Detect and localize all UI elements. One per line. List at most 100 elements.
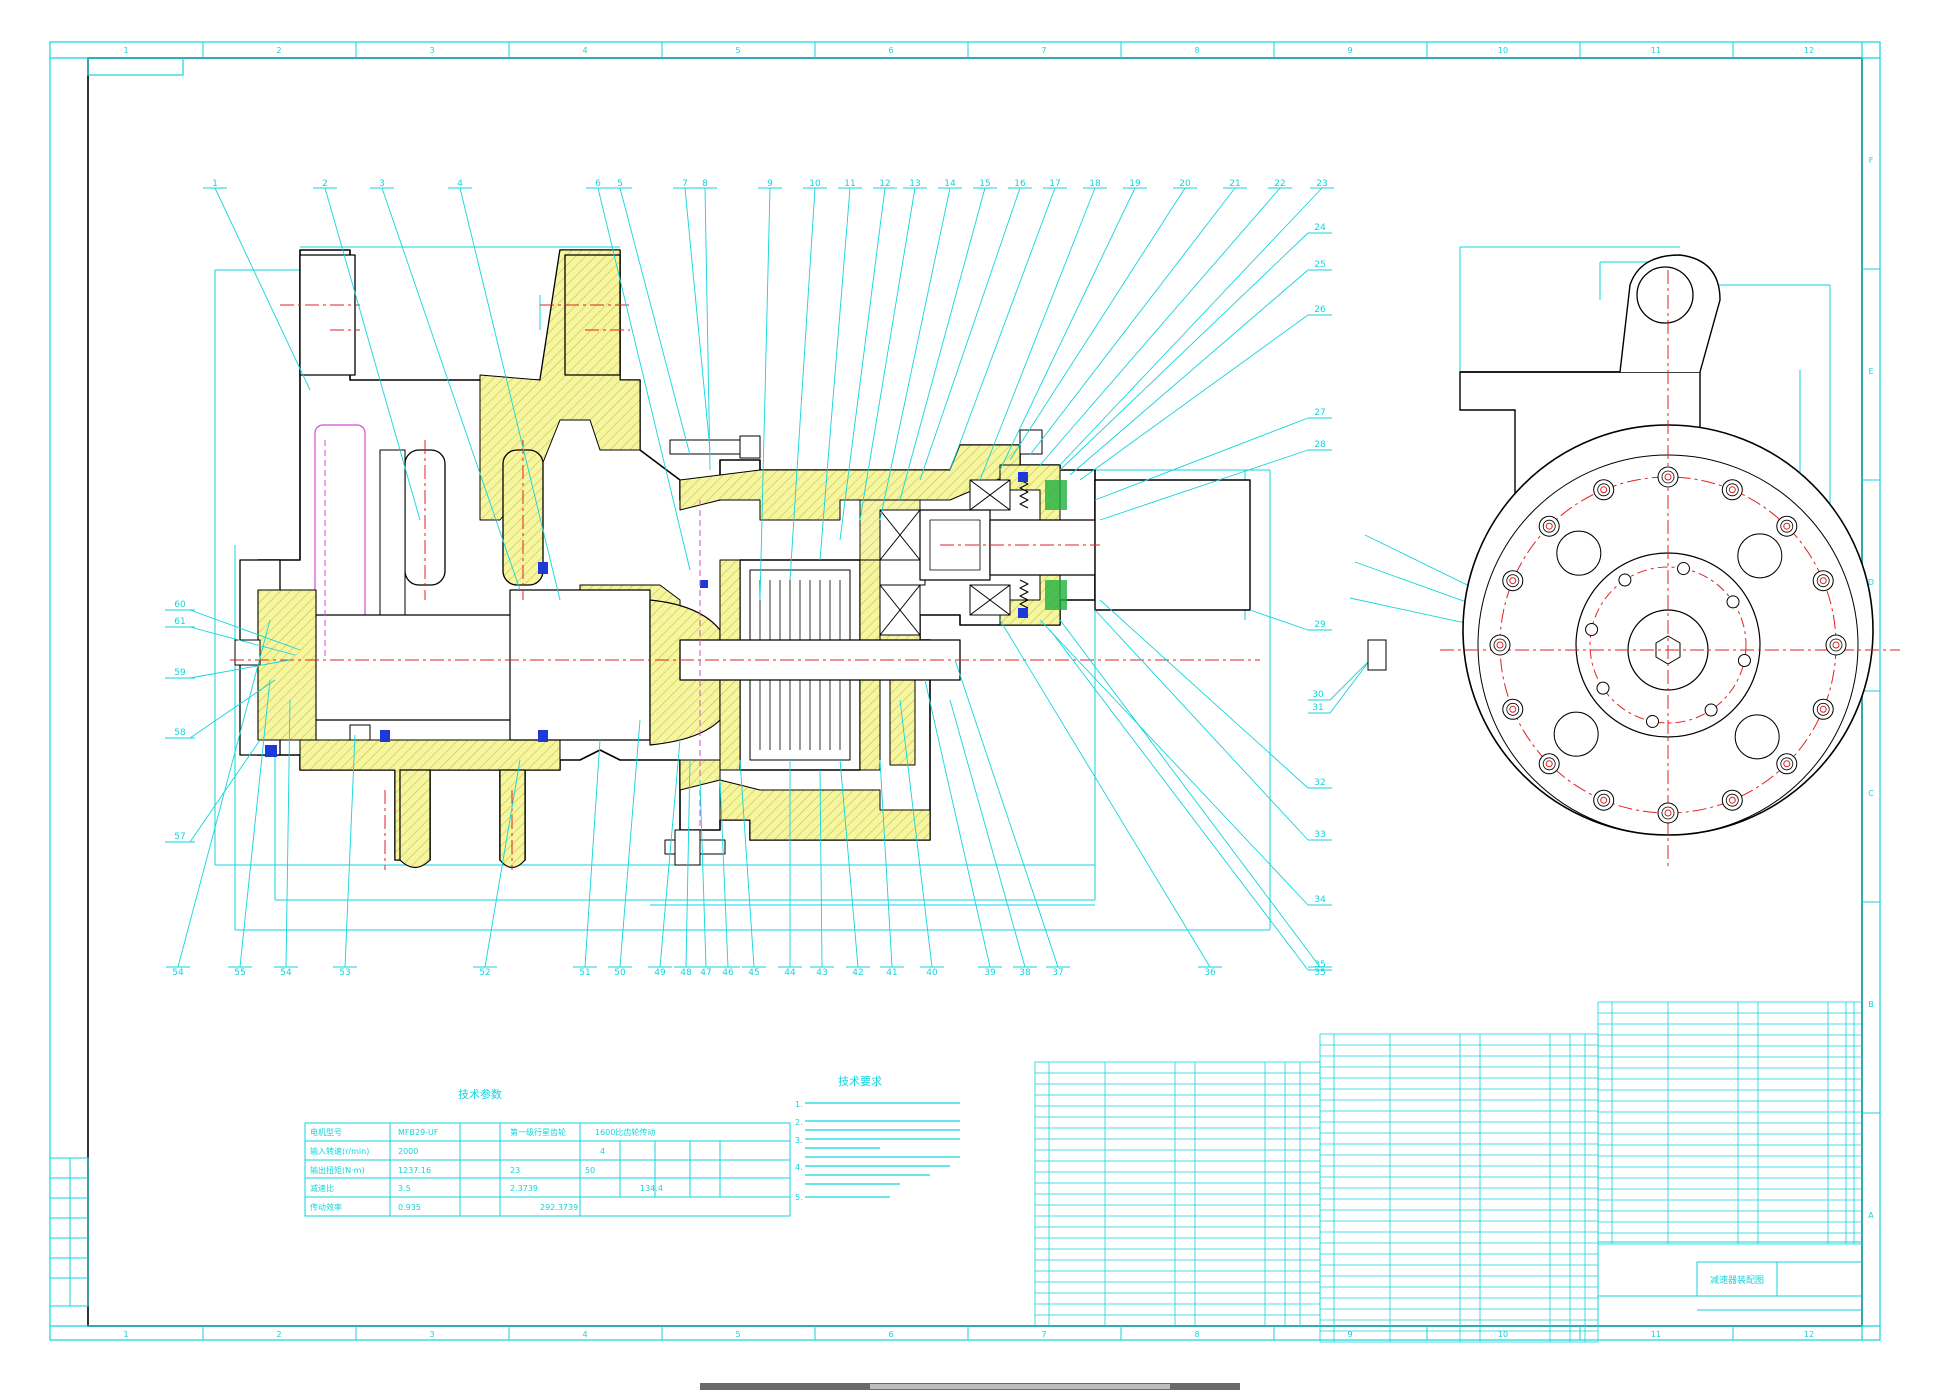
side-view <box>1367 246 1900 870</box>
leader-line <box>704 187 711 471</box>
param-cell: 2000 <box>398 1147 418 1156</box>
leader-line <box>1049 629 1309 971</box>
leader-line <box>1039 619 1309 906</box>
zone-label: 4 <box>582 1330 587 1339</box>
leader-line <box>685 759 691 968</box>
leader-line <box>177 619 271 968</box>
leader-lines <box>165 187 1791 971</box>
param-cell: 0.935 <box>398 1203 421 1212</box>
zone-label: D <box>1868 578 1874 587</box>
balloon-label: 33 <box>1314 830 1325 840</box>
leader-line <box>699 779 707 968</box>
param-cell: 2.3739 <box>510 1184 538 1193</box>
req-item: 1. <box>795 1100 803 1109</box>
zone-label: 2 <box>276 46 281 55</box>
param-cell: 292.3739 <box>540 1203 578 1212</box>
zone-label: 5 <box>735 46 740 55</box>
req-item: 5. <box>795 1193 803 1202</box>
req-item: 4. <box>795 1163 803 1172</box>
balloon-label: 1 <box>212 179 218 189</box>
balloon-label: 5 <box>617 179 623 189</box>
leader-line <box>1329 659 1371 701</box>
param-cell: 3.5 <box>398 1184 411 1193</box>
leader-line <box>1079 314 1309 481</box>
leader-line <box>839 187 886 541</box>
balloon-label: 35 <box>1314 968 1325 978</box>
scrollbar-thumb[interactable] <box>870 1384 1170 1389</box>
zone-label: 12 <box>1804 1330 1814 1339</box>
balloon-label: 37 <box>1052 968 1063 978</box>
balloon-label: 11 <box>844 179 855 189</box>
param-cell: 1237.16 <box>398 1166 431 1175</box>
leader-line <box>189 626 296 656</box>
leader-line <box>684 187 711 451</box>
balloon-label: 60 <box>174 600 186 610</box>
zone-label: 11 <box>1651 46 1661 55</box>
leader-line <box>919 187 1021 481</box>
leader-line <box>1099 449 1309 521</box>
balloon-label: 6 <box>595 179 601 189</box>
balloon-label: 12 <box>879 179 890 189</box>
balloon-label: 59 <box>174 668 186 678</box>
param-cell: 电机型号 <box>310 1127 342 1137</box>
balloon-label: 31 <box>1312 703 1323 713</box>
balloon-label: 49 <box>654 968 666 978</box>
balloon-label: 54 <box>172 968 184 978</box>
req-item: 2. <box>795 1118 803 1127</box>
leader-line <box>619 719 641 968</box>
balloon-label: 26 <box>1314 305 1326 315</box>
zone-label: 4 <box>582 46 587 55</box>
leader-line <box>1094 417 1309 501</box>
balloon-label: 7 <box>682 179 688 189</box>
horizontal-scrollbar[interactable] <box>700 1383 1240 1390</box>
param-cell: 134.4 <box>640 1184 663 1193</box>
balloon-label: 23 <box>1316 179 1327 189</box>
leader-line <box>189 609 301 651</box>
leader-line <box>214 187 311 391</box>
zone-label: 1 <box>123 46 128 55</box>
balloon-label: 22 <box>1274 179 1285 189</box>
leader-line <box>1039 187 1281 466</box>
zone-label: 2 <box>276 1330 281 1339</box>
balloon-label: 52 <box>479 968 490 978</box>
zone-label: 5 <box>735 1330 740 1339</box>
balloon-label: 44 <box>784 968 796 978</box>
leader-line <box>954 659 1059 968</box>
zone-label: 3 <box>429 1330 434 1339</box>
balloon-label: 24 <box>1314 223 1326 233</box>
balloon-label: 13 <box>909 179 920 189</box>
leader-line <box>1099 599 1309 789</box>
balloon-label: 45 <box>748 968 759 978</box>
leader-line <box>879 759 893 968</box>
balloon-label: 36 <box>1204 968 1216 978</box>
leader-line <box>584 739 601 968</box>
leader-line <box>999 619 1211 968</box>
param-cell: MFB29-UF <box>398 1128 439 1137</box>
side-stamp <box>49 1157 89 1307</box>
balloon-label: 57 <box>174 832 185 842</box>
leader-line <box>1094 609 1309 841</box>
zone-label: 6 <box>888 1330 893 1339</box>
balloon-label: 35 <box>1314 960 1325 970</box>
leader-line <box>1009 187 1186 461</box>
balloon-label: 48 <box>680 968 692 978</box>
leader-line <box>949 699 1026 968</box>
param-cell: 减速比 <box>310 1183 334 1193</box>
leader-line <box>459 187 561 601</box>
leader-line <box>659 739 681 968</box>
balloon-label: 61 <box>174 617 185 627</box>
leader-line <box>879 187 951 521</box>
balloon-label: 8 <box>702 179 708 189</box>
leader-line <box>189 739 261 843</box>
tech-requirements: 技术要求 1. 2. 3. 4. 5. <box>795 1075 960 1202</box>
req-item: 3. <box>795 1136 803 1145</box>
leader-line <box>1249 609 1309 631</box>
balloon-label: 16 <box>1014 179 1026 189</box>
zone-label: 7 <box>1041 1330 1046 1339</box>
leader-line <box>1029 187 1236 456</box>
param-cell: 输入转速(r/min) <box>310 1146 369 1156</box>
balloon-label: 32 <box>1314 778 1325 788</box>
balloon-label: 20 <box>1179 179 1191 189</box>
